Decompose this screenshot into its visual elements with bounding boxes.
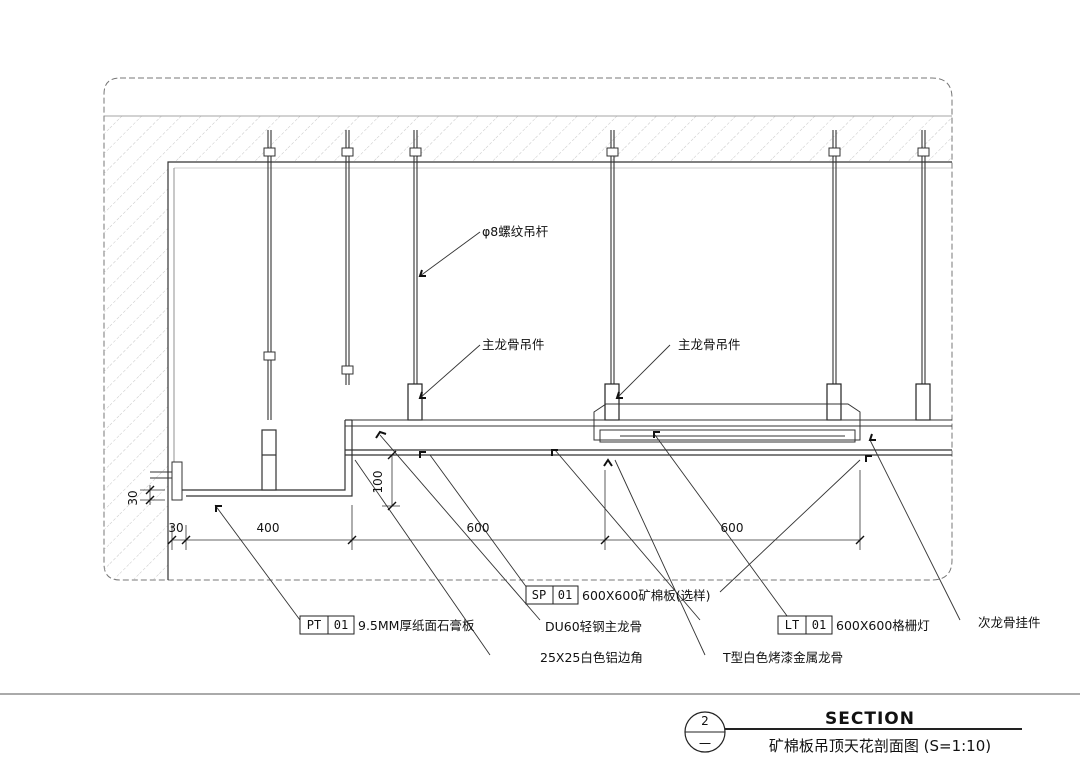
label-main-hanger-right: 主龙骨吊件 [678,337,741,352]
main-keel-hangers [407,383,931,421]
tag-pt-text: 9.5MM厚纸面石膏板 [358,618,475,633]
leader-arrowheads [215,269,876,512]
dim-100: 100 [371,471,385,494]
drawing-boundary [103,77,953,581]
tag-pt: PT 01 9.5MM厚纸面石膏板 [299,615,475,635]
title-sheet: 一 [699,737,711,751]
dim-400: 400 [257,521,280,535]
dim-600-left: 600 [467,521,490,535]
label-aluminum-angle: 25X25白色铝边角 [540,650,643,665]
tag-sp-code: SP [532,588,546,602]
dim-30-vertical: 30 [126,490,140,505]
dim-30-horizontal: 30 [168,521,183,535]
wall-aluminum-angle [150,461,183,501]
title-subtitle: 矿棉板吊顶天花剖面图 (S=1:10) [769,737,991,755]
tag-lt-text: 600X600格栅灯 [836,618,930,633]
ceiling-board [345,449,952,456]
threaded-rods [267,130,926,420]
tag-lt: LT 01 600X600格栅灯 [777,615,930,635]
label-main-hanger-left: 主龙骨吊件 [482,337,545,352]
du60-main-keel [345,419,952,427]
label-du60-keel: DU60轻钢主龙骨 [545,619,642,634]
dim-600-right: 600 [721,521,744,535]
tag-lt-num: 01 [812,618,826,632]
tag-pt-code: PT [307,618,321,632]
title-block: 2 一 SECTION 矿棉板吊顶天花剖面图 (S=1:10) [684,709,1022,755]
title-number: 2 [701,714,709,728]
title-heading: SECTION [825,709,915,729]
tag-pt-num: 01 [334,618,348,632]
label-secondary-hanger: 次龙骨挂件 [978,615,1041,630]
gypsum-drop-box [180,419,353,497]
label-threaded-rod: φ8螺纹吊杆 [482,224,549,239]
label-t-keel: T型白色烤漆金属龙骨 [722,650,843,665]
grille-light-fixture [593,403,861,443]
leader-lines [214,231,961,656]
tag-sp-text: 600X600矿棉板(选样) [582,588,711,603]
tag-sp-num: 01 [558,588,572,602]
dimension-ticks [145,450,865,545]
rod-anchors [263,147,930,375]
tag-sp: SP 01 600X600矿棉板(选样) [525,585,711,605]
concrete-slab [104,115,952,580]
dimension-lines [140,454,861,550]
tag-lt-code: LT [785,618,799,632]
